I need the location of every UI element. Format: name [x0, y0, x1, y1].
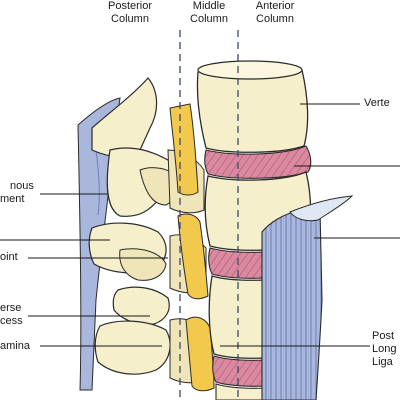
middle-column-heading: Middle Column — [180, 0, 238, 26]
interspinous-line-2: ment — [0, 193, 25, 205]
anterior-column-heading: Anterior Column — [244, 0, 306, 26]
transverse-process-label: erse cess — [0, 302, 23, 328]
interspinous-ligament-label: nous ment — [0, 180, 34, 206]
transverse-line-1: erse — [0, 302, 22, 314]
posterior-column-line-1: Posterior — [107, 0, 153, 12]
posterior-column-line-2: Column — [111, 13, 149, 25]
lamina-label: amina — [0, 340, 30, 352]
interspinous-line-1: nous — [10, 180, 34, 192]
transverse-line-2: cess — [0, 315, 23, 327]
spinal-cord-middle — [177, 213, 209, 300]
posterior-longitudinal-ligament-label: Post Long Liga — [372, 330, 396, 369]
posterior-column-heading: Posterior Column — [98, 0, 162, 26]
anterior-longitudinal-ligament — [261, 209, 323, 400]
anterior-column-line-2: Column — [256, 13, 294, 25]
vertebra-label: Verte — [364, 97, 390, 109]
facet-middle — [119, 248, 167, 281]
spinal-cord-lower — [185, 316, 215, 392]
pll-line-1: Post — [372, 330, 395, 342]
middle-column-line-2: Column — [190, 13, 228, 25]
transverse-process — [112, 286, 170, 325]
middle-column-line-1: Middle — [192, 0, 226, 12]
ligament-flap — [289, 195, 354, 222]
pll-line-2: Long — [372, 343, 397, 355]
pll-line-3: Liga — [372, 356, 393, 368]
spinal-cord-upper — [169, 103, 199, 196]
lamina-lower — [94, 320, 171, 375]
intervertebral-disc-1 — [204, 145, 312, 179]
anterior-column-line-1: Anterior — [255, 0, 295, 12]
facet-joint-label: oint — [0, 251, 18, 263]
